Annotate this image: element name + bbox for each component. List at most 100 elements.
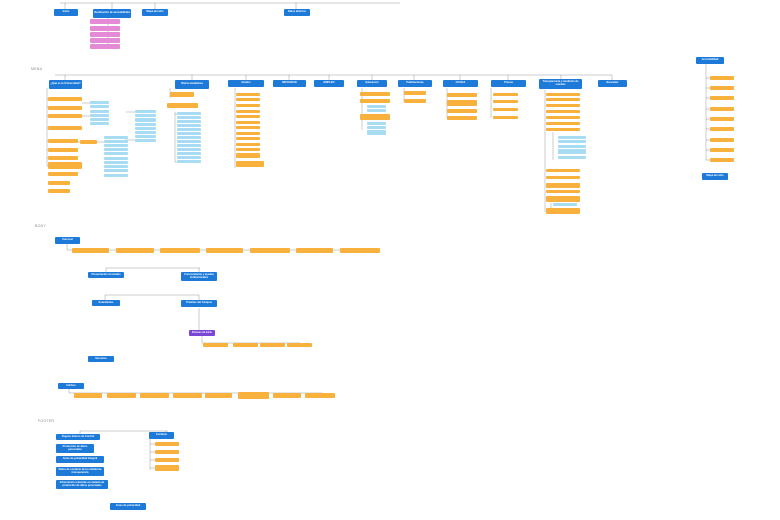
node-cyan[interactable] bbox=[104, 140, 128, 143]
node-orange[interactable] bbox=[155, 458, 179, 462]
node-orange[interactable] bbox=[305, 393, 335, 398]
node-orange[interactable] bbox=[107, 393, 136, 398]
node-cyan[interactable] bbox=[367, 105, 386, 108]
body-servicios[interactable]: Servicios bbox=[88, 356, 114, 362]
node-cyan[interactable] bbox=[177, 112, 201, 115]
node-orange[interactable] bbox=[155, 442, 179, 446]
node-cyan[interactable] bbox=[177, 132, 201, 135]
node-cyan[interactable] bbox=[104, 136, 128, 139]
node-orange[interactable] bbox=[546, 208, 580, 214]
node-cyan[interactable] bbox=[177, 120, 201, 123]
node-cyan[interactable] bbox=[177, 128, 201, 131]
node-cyan[interactable] bbox=[104, 144, 128, 147]
node-cyan[interactable] bbox=[90, 122, 109, 125]
node-orange[interactable] bbox=[546, 190, 580, 193]
node-orange[interactable] bbox=[48, 114, 82, 118]
node-orange[interactable] bbox=[48, 156, 78, 160]
node-cyan[interactable] bbox=[558, 145, 586, 148]
node-orange[interactable] bbox=[236, 161, 264, 167]
node-cyan[interactable] bbox=[104, 148, 128, 151]
node-orange[interactable] bbox=[360, 99, 390, 103]
footer-proteccion-datos[interactable]: Protección de datos personales bbox=[56, 444, 94, 453]
node-cyan[interactable] bbox=[135, 118, 156, 122]
node-cyan[interactable] bbox=[135, 131, 156, 134]
node-orange[interactable] bbox=[48, 162, 82, 169]
node-orange[interactable] bbox=[546, 104, 580, 107]
node-cyan[interactable] bbox=[177, 160, 201, 163]
menu-que-es-universidad[interactable]: ¿Qué es la Universidad? bbox=[49, 80, 82, 89]
node-cyan[interactable] bbox=[135, 123, 156, 126]
node-orange[interactable] bbox=[360, 92, 390, 96]
node-orange[interactable] bbox=[404, 91, 426, 95]
node-orange[interactable] bbox=[404, 99, 426, 103]
node-cyan[interactable] bbox=[177, 152, 201, 155]
body-botones[interactable]: Botones de inicio bbox=[189, 330, 215, 336]
node-orange[interactable] bbox=[236, 104, 260, 107]
node-cyan[interactable] bbox=[90, 118, 109, 121]
node-cyan[interactable] bbox=[104, 157, 128, 160]
node-orange[interactable] bbox=[273, 393, 301, 398]
menu-educacion[interactable]: Educación bbox=[357, 80, 387, 87]
node-cyan[interactable] bbox=[558, 149, 586, 154]
menu-publicaciones[interactable]: Publicaciones bbox=[398, 80, 432, 87]
node-orange[interactable] bbox=[160, 248, 200, 253]
node-orange[interactable] bbox=[236, 110, 260, 113]
node-cyan[interactable] bbox=[104, 152, 128, 155]
footer-informacion-relevante[interactable]: Información relevante en materia de prot… bbox=[56, 480, 108, 489]
node-cyan[interactable] bbox=[177, 148, 201, 151]
menu-mapa-del-sitio[interactable]: Mapa del sitio bbox=[702, 173, 728, 180]
node-cyan[interactable] bbox=[104, 161, 128, 164]
node-orange[interactable] bbox=[710, 117, 734, 121]
node-cyan[interactable] bbox=[177, 124, 201, 127]
node-orange[interactable] bbox=[48, 139, 78, 143]
node-orange[interactable] bbox=[236, 98, 260, 101]
node-orange[interactable] bbox=[546, 196, 580, 202]
node-orange[interactable] bbox=[72, 248, 109, 253]
node-orange[interactable] bbox=[236, 115, 260, 118]
node-orange[interactable] bbox=[236, 143, 260, 146]
node-orange[interactable] bbox=[546, 176, 580, 179]
node-cyan[interactable] bbox=[135, 139, 156, 142]
node-orange[interactable] bbox=[546, 183, 580, 188]
node-orange[interactable] bbox=[493, 93, 518, 96]
node-cyan[interactable] bbox=[104, 169, 128, 172]
node-orange[interactable] bbox=[546, 122, 580, 125]
body-tramites[interactable]: Trámites del Campus bbox=[181, 300, 217, 307]
node-pink[interactable] bbox=[90, 32, 120, 37]
node-cyan[interactable] bbox=[177, 136, 201, 139]
node-declaracion-accesibilidad[interactable]: Declaración de accesibilidad bbox=[93, 9, 131, 18]
footer-aviso-privacidad[interactable]: Aviso de privacidad bbox=[110, 503, 146, 510]
node-orange[interactable] bbox=[236, 132, 260, 135]
node-orange[interactable] bbox=[48, 126, 82, 130]
menu-accesibilidad[interactable]: Accesibilidad bbox=[696, 57, 724, 64]
node-orange[interactable] bbox=[236, 126, 260, 129]
menu-prensa[interactable]: Prensa bbox=[491, 80, 526, 87]
node-orange[interactable] bbox=[80, 140, 97, 144]
node-cyan[interactable] bbox=[367, 122, 386, 125]
node-orange[interactable] bbox=[710, 127, 734, 131]
node-orange[interactable] bbox=[447, 109, 477, 113]
node-orange[interactable] bbox=[116, 248, 154, 253]
node-cyan[interactable] bbox=[367, 130, 386, 135]
footer-contacto[interactable]: Contacto bbox=[149, 432, 174, 439]
node-mapa-del-sitio-top[interactable]: Mapa del sitio bbox=[142, 9, 168, 16]
node-orange[interactable] bbox=[48, 106, 82, 110]
node-pink[interactable] bbox=[90, 38, 120, 43]
node-orange[interactable] bbox=[203, 343, 228, 347]
node-cyan[interactable] bbox=[90, 105, 109, 108]
node-orange[interactable] bbox=[206, 248, 243, 253]
node-orange[interactable] bbox=[493, 116, 518, 119]
menu-buscador[interactable]: Buscador bbox=[598, 80, 627, 87]
node-orange[interactable] bbox=[447, 93, 477, 97]
node-orange[interactable] bbox=[250, 248, 290, 253]
node-pink[interactable] bbox=[90, 44, 120, 49]
node-orange[interactable] bbox=[710, 107, 734, 111]
node-orange[interactable] bbox=[170, 92, 194, 97]
node-orange[interactable] bbox=[710, 76, 734, 80]
node-cyan[interactable] bbox=[90, 101, 109, 104]
node-orange[interactable] bbox=[236, 137, 260, 140]
node-cyan[interactable] bbox=[367, 126, 386, 129]
node-orange[interactable] bbox=[710, 96, 734, 100]
node-orange[interactable] bbox=[155, 450, 179, 454]
node-orange[interactable] bbox=[546, 93, 580, 96]
